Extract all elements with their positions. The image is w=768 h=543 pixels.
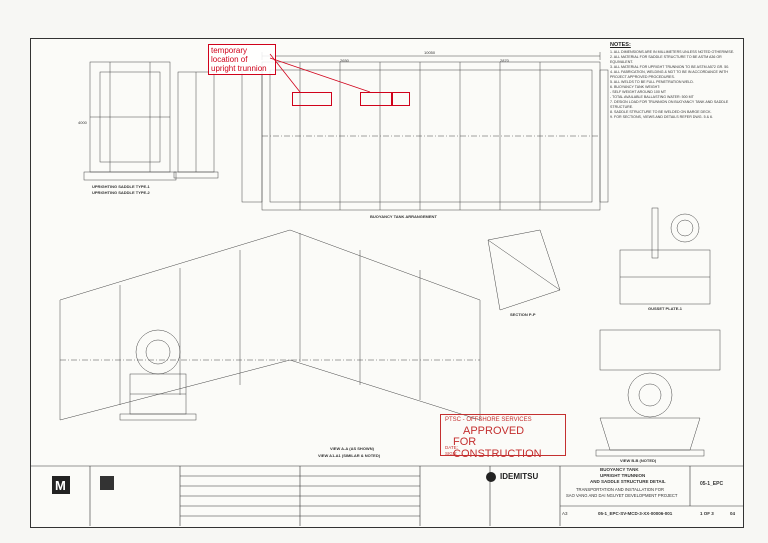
dimension-2870: 2870: [500, 58, 509, 63]
dimension-2650: 2650: [340, 58, 349, 63]
client-name: IDEMITSU: [500, 472, 539, 481]
subtitle-line-2: SAO VANG AND DAI NGUYET DEVELOPMENT PROJ…: [566, 493, 678, 498]
approval-stamp: PTSC - OFFSHORE SERVICES APPROVED FOR CO…: [440, 414, 566, 460]
stamp-for-construction: FOR CONSTRUCTION: [453, 436, 542, 460]
svg-text:M: M: [55, 478, 66, 493]
note-item: 6. BUOYANCY TANK WEIGHT:: [610, 85, 661, 89]
stamp-approved: APPROVED: [463, 425, 525, 437]
partner-logo: [100, 476, 114, 490]
section-pp-title: SECTION P-P: [510, 312, 536, 317]
sheet-size: A3: [562, 511, 568, 516]
idemitsu-logo-mark: [486, 472, 496, 482]
title-line-1: BUOYANCY TANK: [600, 467, 639, 472]
stamp-date-label: DATE:: [445, 445, 458, 450]
title-line-2: UPRIGHT TRUNNION: [600, 473, 646, 478]
document-number: 05-1_EPC-SV-MCD-3-XX-00006-001: [598, 511, 673, 516]
note-item: 2. ALL MATERIAL FOR SADDLE STRUCTURE TO …: [610, 55, 722, 64]
overall-dimension: 10050: [424, 50, 436, 55]
title-line-3: AND SADDLE STRUCTURE DETAIL: [590, 479, 666, 484]
stamp-company: PTSC - OFFSHORE SERVICES: [445, 417, 532, 423]
note-item: 1. ALL DIMENSIONS ARE IN MILLIMETERS UNL…: [610, 50, 735, 54]
contractor-logo: M: [52, 476, 70, 494]
short-doc-number: 05-1_EPC: [700, 481, 724, 487]
trunnion-location-marker-3: [392, 92, 410, 106]
note-item: 8. SADDLE STRUCTURE TO BE WELDED ON BARG…: [610, 110, 712, 114]
notes-heading: NOTES:: [610, 42, 631, 48]
revision: 04: [730, 511, 736, 516]
note-item: 9. FOR SECTIONS, VIEWS AND DETAILS REFER…: [610, 115, 713, 119]
dimension-height: 4000: [78, 120, 87, 125]
saddle-type2-title: UPRIGHTING SADDLE TYPE-2: [92, 190, 150, 195]
note-item: 5. ALL WELDS TO BE FULL PENETRATION WELD…: [610, 80, 694, 84]
note-item: 7. DESIGN LOAD FOR TRUNNION ON BUOYANCY …: [610, 100, 729, 109]
temporary-trunnion-note: temporary location of upright trunnion: [208, 44, 276, 75]
subtitle-line-1: TRANSPORTATION AND INSTALLATION FOR: [576, 487, 665, 492]
drawing-frame: [30, 38, 744, 528]
view-a1-title: VIEW A1-A1 (SIMILAR & NOTED): [318, 453, 381, 458]
saddle-type1-title: UPRIGHTING SADDLE TYPE-1: [92, 184, 150, 189]
sheet-number: 1 OF 3: [700, 511, 714, 516]
note-item: - TOTAL AVAILABLE BALLASTING WATER: 500 …: [610, 95, 694, 99]
gusset-plate-title: GUSSET PLATE-1: [648, 306, 682, 311]
trunnion-location-marker-2: [360, 92, 392, 106]
note-item: 3. ALL MATERIAL FOR UPRIGHT TRUNNION TO …: [610, 65, 730, 69]
trunnion-location-marker-1: [292, 92, 332, 106]
stamp-sign-label: SIGN:: [445, 451, 458, 456]
note-item: 4. ALL FABRICATION, WELDING & NDT TO BE …: [610, 70, 729, 79]
note-item: - SELF WEIGHT AROUND 100 MT: [610, 90, 667, 94]
view-aa-title: VIEW A-A (AS SHOWN): [330, 446, 374, 451]
general-notes: NOTES: 1. ALL DIMENSIONS ARE IN MILLIMET…: [610, 42, 740, 120]
view-bb-title: VIEW B-B (NOTED): [620, 458, 657, 463]
tank-arrangement-title: BUOYANCY TANK ARRANGEMENT: [370, 214, 437, 219]
